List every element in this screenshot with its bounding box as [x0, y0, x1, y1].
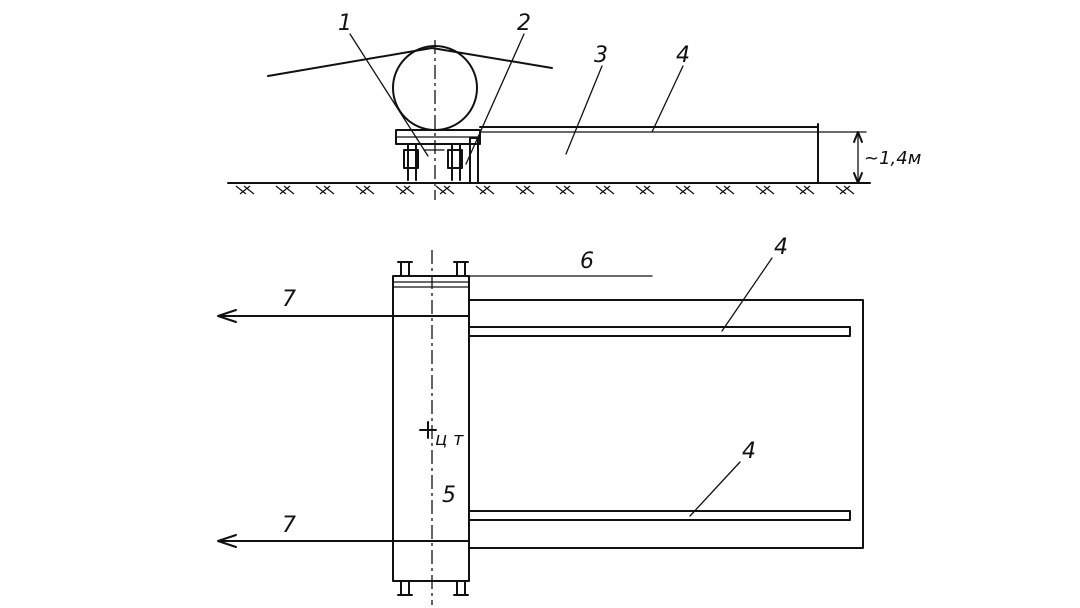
label-4-plan-top: 4 [774, 235, 788, 260]
center-of-gravity-label: ц т [435, 429, 464, 450]
side-leaders [349, 33, 684, 165]
label-4-side: 4 [676, 43, 690, 68]
arrow-7-bottom [217, 534, 470, 548]
side-view: ~1,4м 1 2 3 4 [227, 11, 921, 200]
label-1: 1 [338, 11, 352, 36]
plan-view: ц т 5 6 4 4 7 7 [217, 235, 864, 605]
label-6: 6 [580, 249, 594, 274]
bolts [397, 261, 469, 596]
rail-top [468, 326, 851, 337]
label-7-bottom: 7 [282, 513, 296, 538]
center-of-gravity-mark [419, 421, 437, 439]
leader-4-bottom [689, 461, 741, 517]
label-4-plan-bottom: 4 [742, 439, 756, 464]
platform-outline [468, 299, 864, 549]
support-legs [403, 143, 463, 181]
leader-4-top [721, 257, 773, 332]
wing-line [267, 47, 553, 77]
label-7-top: 7 [282, 287, 296, 312]
height-dimension [817, 131, 867, 184]
arrow-7-top [217, 309, 470, 323]
beam-5 [392, 275, 470, 582]
rail-bottom [468, 510, 851, 521]
height-dimension-label: ~1,4м [864, 148, 921, 169]
ground-hatching [235, 185, 855, 195]
label-2: 2 [517, 11, 531, 36]
label-3: 3 [594, 43, 608, 68]
post-2 [469, 137, 479, 184]
label-5: 5 [442, 483, 456, 508]
